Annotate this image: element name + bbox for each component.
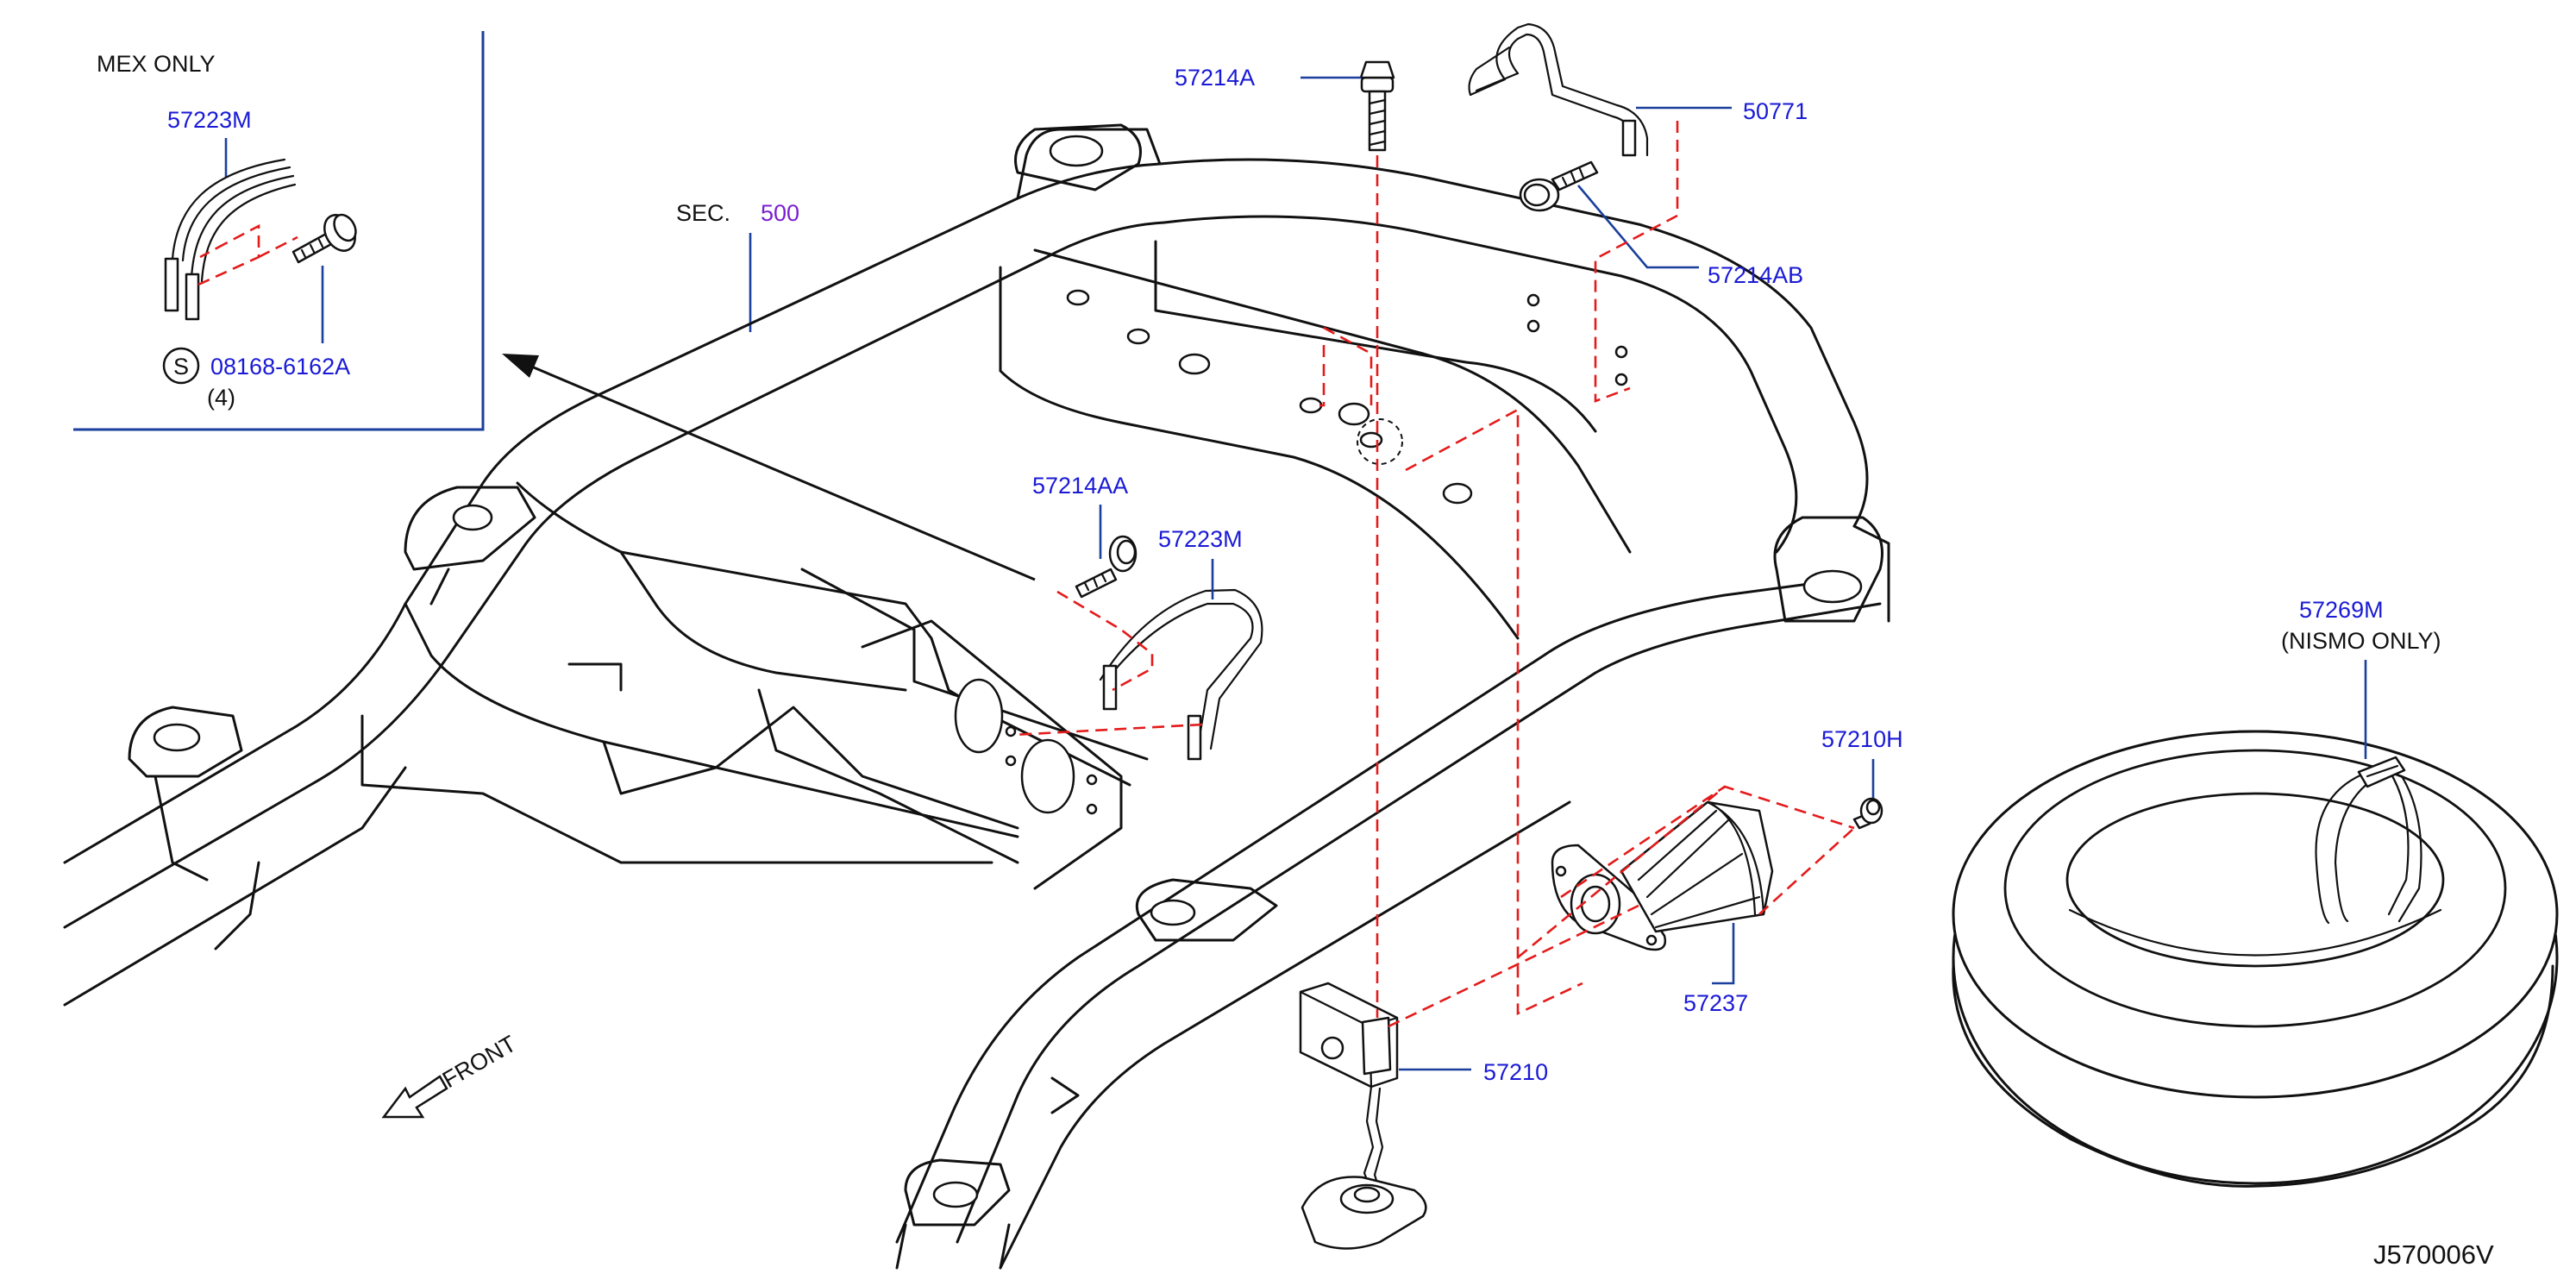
bolt-57214AB [1519, 160, 1599, 212]
inset-note: MEX ONLY [97, 51, 216, 77]
label-57237: 57237 [1683, 990, 1748, 1016]
label-57210H: 57210H [1821, 726, 1903, 752]
label-57214AA: 57214AA [1032, 473, 1128, 499]
inset-panel: MEX ONLY 57223M S 08168-6162A (4) [73, 31, 485, 431]
inset-border [73, 31, 485, 431]
nismo-note: (NISMO ONLY) [2281, 628, 2441, 654]
bolt-57214A [1359, 60, 1395, 152]
winch-57210 [1299, 982, 1427, 1250]
front-label: FRONT [438, 1031, 521, 1093]
bolt-57214AA [1075, 535, 1138, 599]
diagram-code: J570006V [2373, 1239, 2494, 1270]
holder-57237 [1551, 800, 1774, 951]
bolt-symbol-circle [162, 347, 200, 385]
label-57269M: 57269M [2299, 597, 2384, 623]
leader-57214AB [1577, 185, 1699, 269]
bolt-57210H [1852, 797, 1883, 830]
section-number: 500 [761, 200, 799, 226]
strap-57269M [2315, 756, 2422, 925]
label-57214AB: 57214AB [1708, 262, 1803, 288]
label-57223M: 57223M [1158, 526, 1243, 552]
inset-part-label: 57223M [167, 107, 252, 133]
section-prefix: SEC. [676, 200, 730, 226]
inset-bolt-qty: (4) [207, 385, 235, 411]
spare-tire [1952, 730, 2559, 1188]
strap-50771 [1468, 22, 1649, 157]
leader-57237 [1712, 923, 1735, 985]
inset-bolt-label: 08168-6162A [210, 354, 350, 380]
inset-bolt [291, 213, 357, 264]
label-57214A: 57214A [1175, 65, 1255, 91]
front-direction-indicator: FRONT [381, 1031, 521, 1119]
vehicle-frame [63, 123, 1890, 1270]
label-57210: 57210 [1483, 1059, 1548, 1085]
inset-bracket [164, 158, 297, 321]
assembly-dashed-lines [1012, 121, 1855, 1028]
bolt-symbol: S [173, 354, 189, 380]
section-reference: SEC. 500 [676, 200, 799, 332]
strap-57223M [1099, 588, 1263, 761]
label-50771: 50771 [1743, 98, 1808, 124]
inset-pointer-arrow [502, 354, 1036, 581]
